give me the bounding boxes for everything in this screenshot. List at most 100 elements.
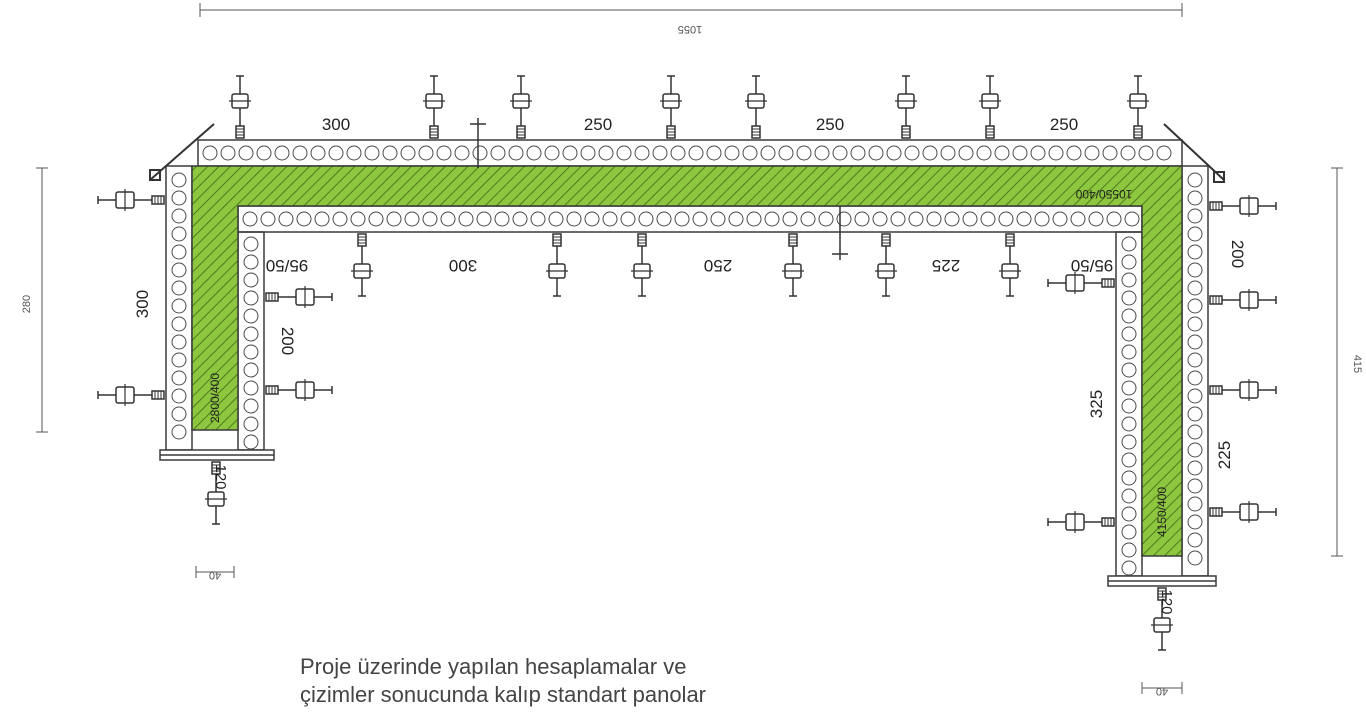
stiffener-ring (171, 208, 187, 224)
push-pull-prop (97, 383, 165, 407)
stiffener-ring (368, 211, 384, 227)
stiffener-ring (1187, 334, 1203, 350)
stiffener-ring (1187, 496, 1203, 512)
stiffener-ring (494, 211, 510, 227)
push-pull-prop (1209, 288, 1277, 312)
stiffener-ring (171, 244, 187, 260)
stiffener-ring (1187, 244, 1203, 260)
stiffener-ring (1121, 236, 1137, 252)
stiffener-ring (1088, 211, 1104, 227)
stiffener-ring (1121, 452, 1137, 468)
stiffener-ring (1121, 344, 1137, 360)
caption-text: Proje üzerinde yapılan hesaplamalar ve ç… (300, 653, 840, 709)
stiffener-ring (1121, 506, 1137, 522)
right-inner-panel-label: 325 (1087, 390, 1106, 418)
push-pull-prop (545, 233, 569, 297)
wall-left-label: 2800/400 (208, 373, 222, 423)
stiffener-ring (1121, 560, 1137, 576)
stiffener-ring (418, 145, 434, 161)
stiffener-ring (171, 406, 187, 422)
stiffener-ring (1012, 145, 1028, 161)
stiffener-ring (742, 145, 758, 161)
stiffener-ring (980, 211, 996, 227)
stiffener-ring (454, 145, 470, 161)
push-pull-prop (422, 75, 446, 139)
push-pull-prop (350, 233, 374, 297)
stiffener-ring (1121, 290, 1137, 306)
end-plates (159, 449, 1217, 587)
overall-dimension-line (199, 3, 1183, 17)
stiffener-ring (350, 211, 366, 227)
stiffener-ring (904, 145, 920, 161)
stiffener-ring (310, 145, 326, 161)
stiffener-ring (544, 145, 560, 161)
top-inner-panel-3: 225 (932, 256, 960, 275)
top-outer-panel-4: 250 (1050, 115, 1078, 134)
stiffener-ring (171, 352, 187, 368)
stiffener-ring (1187, 280, 1203, 296)
stiffener-ring (1138, 145, 1154, 161)
stiffener-ring (746, 211, 762, 227)
stiffener-ring (800, 211, 816, 227)
left-bottom-dimension (195, 566, 235, 578)
stiffener-ring (1121, 362, 1137, 378)
stiffener-ring (243, 308, 259, 324)
stiffener-ring (890, 211, 906, 227)
stiffener-ring (1048, 145, 1064, 161)
stiffener-ring (171, 334, 187, 350)
stiffener-ring (1187, 316, 1203, 332)
stiffener-ring (476, 211, 492, 227)
stiffener-ring (584, 211, 600, 227)
stiffener-ring (382, 145, 398, 161)
right-bottom-dimension (1141, 682, 1183, 694)
stiffener-ring (1121, 524, 1137, 540)
stiffener-ring (998, 211, 1014, 227)
stiffener-ring (958, 145, 974, 161)
stiffener-ring (472, 145, 488, 161)
stiffener-ring (243, 272, 259, 288)
push-pull-prop (630, 233, 654, 297)
stiffener-ring (1016, 211, 1032, 227)
stiffener-ring (1187, 208, 1203, 224)
stiffener-ring (171, 226, 187, 242)
stiffener-ring (940, 145, 956, 161)
stiffener-ring (292, 145, 308, 161)
stiffener-ring (1187, 442, 1203, 458)
stiffener-ring (440, 211, 456, 227)
stiffener-ring (724, 145, 740, 161)
stiffener-ring (908, 211, 924, 227)
push-pull-prop (97, 188, 165, 212)
stiffener-ring (1187, 550, 1203, 566)
stiffener-ring (634, 145, 650, 161)
stiffener-ring (728, 211, 744, 227)
stiffener-ring (1187, 424, 1203, 440)
tie-rods (470, 118, 848, 260)
corner-braces (149, 123, 1225, 183)
wall-right-label: 4150/400 (1155, 487, 1169, 537)
stiffener-ring (526, 145, 542, 161)
stiffener-ring (404, 211, 420, 227)
stiffener-ring (243, 380, 259, 396)
stiffener-ring (243, 290, 259, 306)
push-pull-prop (1209, 194, 1277, 218)
stiffener-ring (171, 190, 187, 206)
stiffener-ring (171, 370, 187, 386)
stiffener-ring (1156, 145, 1172, 161)
push-pull-prop (978, 75, 1002, 139)
stiffener-ring (278, 211, 294, 227)
left-height-dimension (36, 167, 48, 433)
stiffener-ring (1066, 145, 1082, 161)
stiffener-ring (616, 145, 632, 161)
stiffener-ring (1102, 145, 1118, 161)
stiffener-ring (530, 211, 546, 227)
stiffener-ring (346, 145, 362, 161)
stiffener-ring (566, 211, 582, 227)
stiffener-ring (1187, 460, 1203, 476)
stiffener-ring (458, 211, 474, 227)
stiffener-ring (243, 236, 259, 252)
push-pull-prop (781, 233, 805, 297)
stiffener-ring (976, 145, 992, 161)
stiffener-ring (1052, 211, 1068, 227)
stiffener-ring (710, 211, 726, 227)
